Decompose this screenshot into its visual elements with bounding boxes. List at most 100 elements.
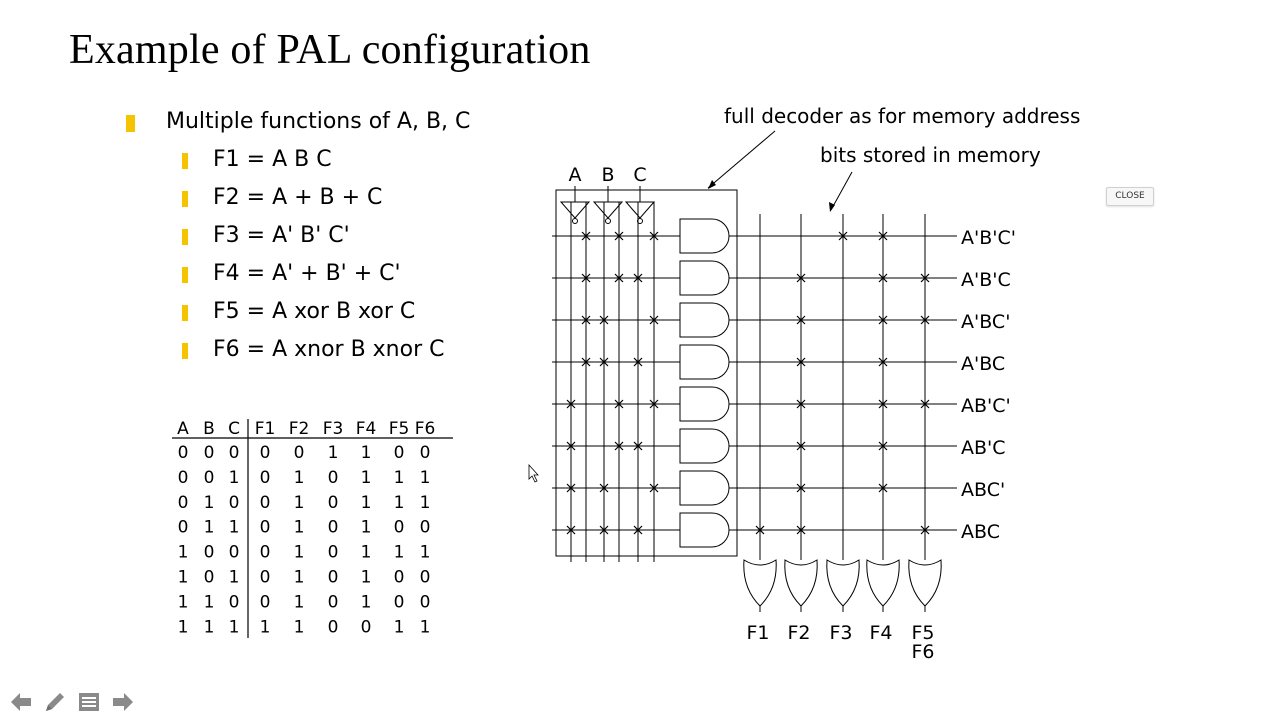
sub-bullet: F6 = A xnor B xnor C bbox=[182, 337, 445, 362]
input-label: C bbox=[633, 164, 646, 186]
fuse-crosspoint bbox=[796, 483, 806, 493]
fuse-crosspoint bbox=[878, 231, 888, 241]
output-label: F1 bbox=[746, 622, 769, 644]
fuse-crosspoint bbox=[796, 441, 806, 451]
fuse-crosspoint bbox=[649, 399, 659, 409]
fuse-crosspoint bbox=[878, 273, 888, 283]
table-cell: 1 bbox=[361, 543, 372, 563]
table-cell: 0 bbox=[204, 568, 215, 588]
fuse-crosspoint bbox=[796, 525, 806, 535]
table-header: F4 bbox=[356, 419, 377, 439]
fuse-crosspoint bbox=[796, 357, 806, 367]
mouse-cursor-icon bbox=[528, 463, 539, 483]
table-cell: 1 bbox=[394, 468, 405, 488]
sub-bullet: F3 = A' B' C' bbox=[182, 223, 350, 248]
fuse-crosspoint bbox=[878, 357, 888, 367]
fuse-crosspoint bbox=[796, 315, 806, 325]
input-buffer bbox=[624, 201, 656, 219]
output-label: F4 bbox=[869, 622, 892, 644]
bullet-main-text: Multiple functions of A, B, C bbox=[166, 109, 471, 134]
sub-bullet: F5 = A xor B xor C bbox=[182, 299, 415, 324]
table-cell: 1 bbox=[204, 518, 215, 538]
fuse-crosspoint bbox=[599, 315, 609, 325]
product-label: AB'C bbox=[961, 437, 1006, 459]
fuse-crosspoint bbox=[920, 273, 930, 283]
table-cell: 1 bbox=[420, 468, 431, 488]
product-label: ABC bbox=[961, 521, 1000, 543]
fuse-crosspoint bbox=[566, 441, 576, 451]
bullet-marker bbox=[182, 191, 188, 207]
product-label: A'BC bbox=[961, 353, 1005, 375]
fuse-crosspoint bbox=[633, 273, 643, 283]
sub-bullet-text: F3 = A' B' C' bbox=[213, 223, 350, 248]
table-cell: 1 bbox=[420, 617, 431, 637]
table-header: A bbox=[177, 419, 189, 439]
table-cell: 0 bbox=[394, 592, 405, 612]
table-cell: 1 bbox=[294, 518, 305, 538]
fuse-crosspoint bbox=[838, 231, 848, 241]
table-cell: 0 bbox=[260, 493, 271, 513]
product-label: A'BC' bbox=[961, 311, 1010, 333]
fuse-crosspoint bbox=[796, 399, 806, 409]
input-label: A bbox=[569, 164, 582, 186]
fuse-crosspoint bbox=[581, 273, 591, 283]
table-cell: 1 bbox=[204, 592, 215, 612]
table-cell: 0 bbox=[260, 543, 271, 563]
bullet-marker bbox=[182, 343, 188, 359]
fuse-crosspoint bbox=[649, 483, 659, 493]
fuse-crosspoint bbox=[566, 483, 576, 493]
table-cell: 1 bbox=[420, 543, 431, 563]
table-cell: 0 bbox=[328, 568, 339, 588]
fuse-crosspoint bbox=[796, 273, 806, 283]
pen-icon[interactable] bbox=[42, 689, 68, 715]
and-gate bbox=[679, 386, 730, 422]
arrow-right-icon[interactable] bbox=[110, 689, 136, 715]
table-cell: 0 bbox=[204, 443, 215, 463]
and-gate bbox=[679, 344, 730, 380]
or-gate bbox=[826, 559, 860, 607]
or-gate bbox=[743, 559, 777, 607]
page-title: Example of PAL configuration bbox=[69, 27, 591, 73]
table-cell: 1 bbox=[361, 518, 372, 538]
table-cell: 0 bbox=[394, 518, 405, 538]
bullet-marker bbox=[126, 115, 135, 132]
table-cell: 0 bbox=[420, 518, 431, 538]
table-cell: 1 bbox=[361, 443, 372, 463]
fuse-crosspoint bbox=[878, 483, 888, 493]
table-cell: 0 bbox=[420, 592, 431, 612]
table-cell: 0 bbox=[328, 617, 339, 637]
arrow-left-icon[interactable] bbox=[8, 689, 34, 715]
and-gate bbox=[679, 470, 730, 506]
table-cell: 1 bbox=[394, 617, 405, 637]
table-cell: 0 bbox=[260, 443, 271, 463]
table-cell: 1 bbox=[294, 543, 305, 563]
table-cell: 1 bbox=[294, 468, 305, 488]
fuse-crosspoint bbox=[649, 315, 659, 325]
table-cell: 1 bbox=[420, 493, 431, 513]
table-cell: 0 bbox=[204, 543, 215, 563]
table-cell: 1 bbox=[178, 592, 189, 612]
table-header: F1 bbox=[255, 419, 276, 439]
menu-icon[interactable] bbox=[76, 689, 102, 715]
table-header: F5 bbox=[389, 419, 410, 439]
table-cell: 0 bbox=[328, 543, 339, 563]
product-label: AB'C' bbox=[961, 395, 1011, 417]
fuse-crosspoint bbox=[920, 525, 930, 535]
sub-bullet-text: F6 = A xnor B xnor C bbox=[213, 337, 445, 362]
fuse-crosspoint bbox=[581, 357, 591, 367]
table-cell: 0 bbox=[204, 468, 215, 488]
table-cell: 1 bbox=[361, 568, 372, 588]
output-label: F6 bbox=[911, 641, 934, 663]
table-cell: 1 bbox=[204, 617, 215, 637]
fuse-crosspoint bbox=[633, 441, 643, 451]
fuse-crosspoint bbox=[614, 441, 624, 451]
table-cell: 0 bbox=[420, 443, 431, 463]
close-button[interactable]: CLOSE bbox=[1106, 187, 1154, 206]
fuse-crosspoint bbox=[599, 483, 609, 493]
decoder-arrow bbox=[707, 130, 776, 189]
sub-bullet-text: F4 = A' + B' + C' bbox=[213, 261, 401, 286]
table-cell: 1 bbox=[178, 568, 189, 588]
table-cell: 0 bbox=[394, 443, 405, 463]
table-cell: 0 bbox=[260, 568, 271, 588]
sub-bullet: F4 = A' + B' + C' bbox=[182, 261, 401, 286]
